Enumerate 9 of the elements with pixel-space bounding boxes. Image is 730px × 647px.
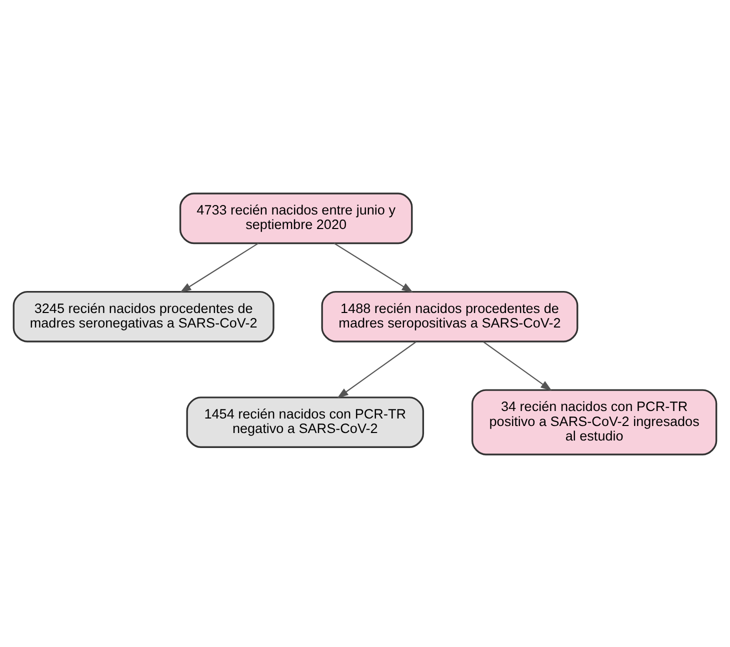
arrow: [180, 242, 259, 292]
node-box: 1488 recién nacidos procedentes de madres seropositivas a SARS-CoV-2: [321, 290, 578, 342]
node-box: 1454 recién nacidos con PCR-TR negativo a SARS-CoV-2: [186, 396, 424, 448]
arrow: [337, 340, 417, 398]
arrow: [482, 340, 552, 390]
node-box: 34 recién nacidos con PCR-TR positivo a SARS-CoV-2 ingresados al estudio: [471, 388, 718, 455]
node-box: 3245 recién nacidos procedentes de madres seronegativas a SARS-CoV-2: [12, 290, 274, 342]
node-box: 4733 recién nacidos entre junio y septiembre 2020: [179, 192, 413, 244]
arrow: [334, 242, 414, 292]
